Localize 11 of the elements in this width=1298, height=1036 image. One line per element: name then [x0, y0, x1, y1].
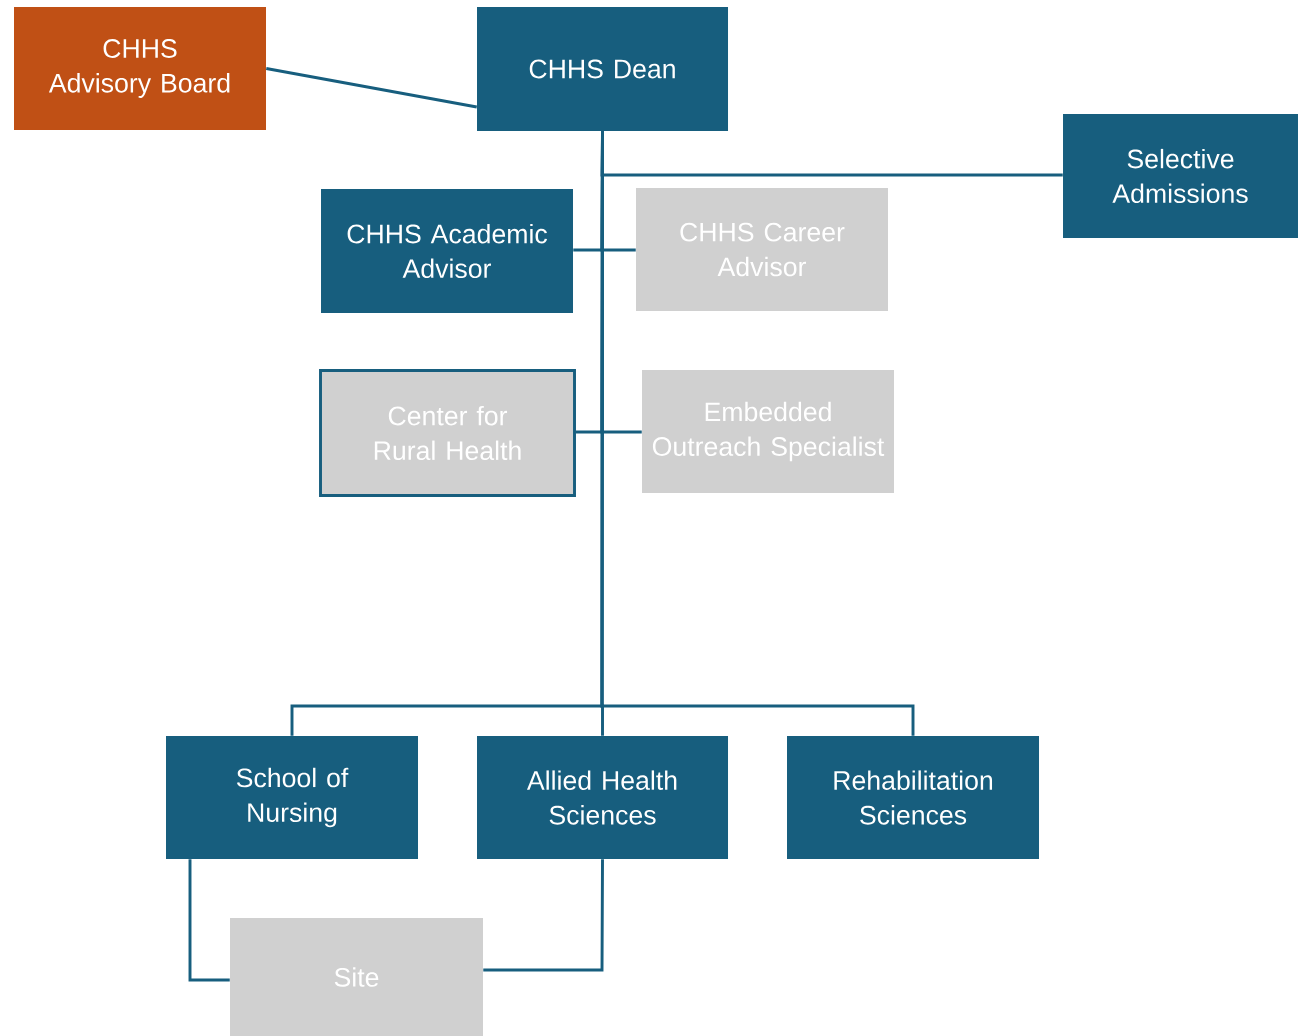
connector-line [600, 131, 915, 736]
unit-box: Rehabilitation Sciences [787, 736, 1039, 859]
unit-box: School of Nursing [166, 736, 418, 859]
unit-box: Selective Admissions [1063, 114, 1298, 238]
board-box: CHHS Advisory Board [14, 7, 266, 130]
unit-box: Allied Health Sciences [477, 736, 728, 859]
connector-line [266, 67, 477, 109]
unit-box: CHHS Dean [477, 7, 728, 131]
connector-line [483, 859, 604, 972]
unit-box: CHHS Academic Advisor [321, 189, 573, 313]
connector-line [188, 859, 230, 982]
